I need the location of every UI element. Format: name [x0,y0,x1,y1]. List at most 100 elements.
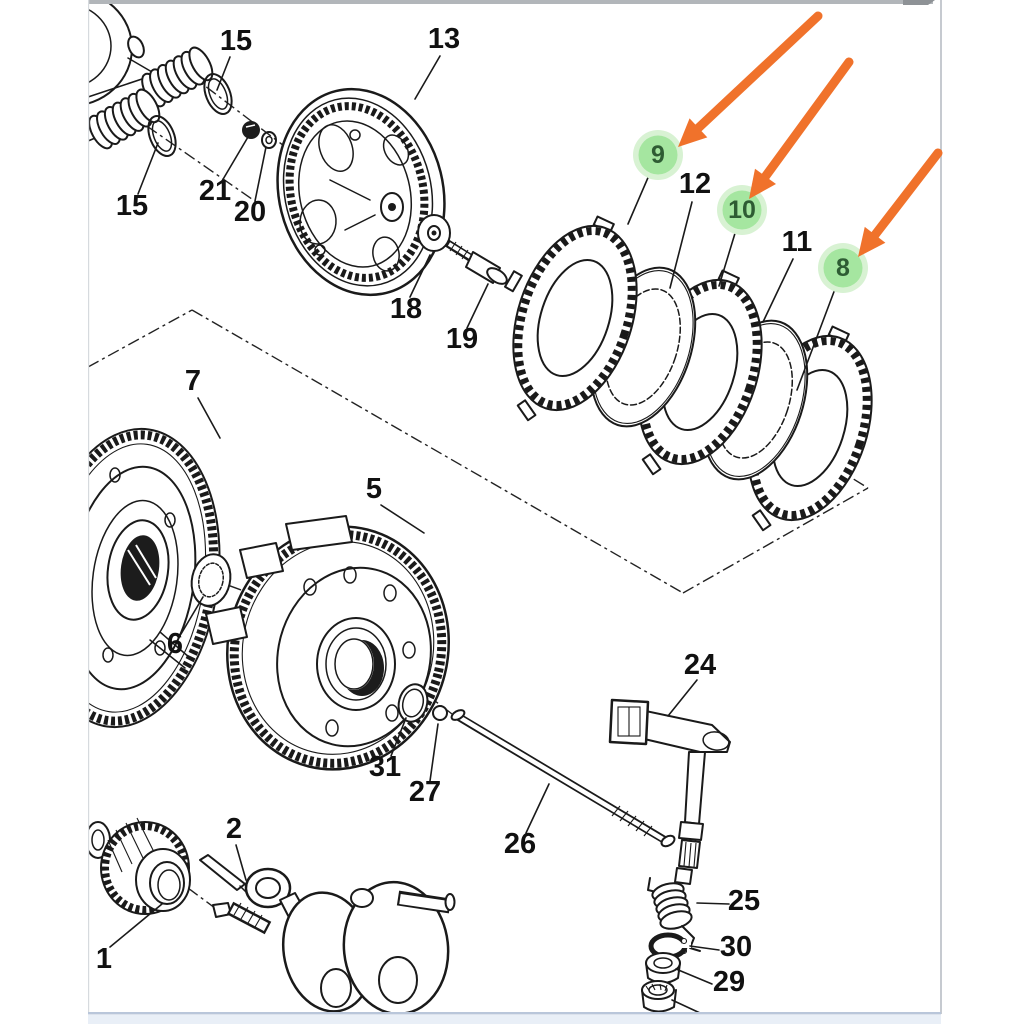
pointer-arrow-2 [749,57,854,199]
part-label-2-19: 2 [226,813,247,881]
part-label-12-7: 12 [669,168,711,289]
badge-number-text: 10 [728,196,756,224]
part-number-text: 31 [369,751,401,783]
leader-line [390,717,407,757]
highlight-badge-8[interactable]: 8 [796,243,868,391]
part-label-19-6: 19 [446,283,489,355]
washer-18-art [417,214,451,252]
part-number-text: 21 [199,175,231,207]
leader-line [414,55,441,100]
page-frame [88,0,942,1024]
leader-line [718,229,737,287]
part-number-text: 7 [185,365,201,397]
part-label-5-10: 5 [366,473,425,534]
part-number-text: 27 [409,776,441,808]
lever-spring-art [647,877,701,952]
right-margin-mask [942,0,1024,1024]
leader-line [525,783,550,834]
clutch-spring-top-art [141,46,214,108]
clutch-housing-art [205,515,450,771]
part-number-text: 25 [728,885,760,917]
leader-line [137,142,159,195]
leader-line [429,723,439,782]
part-number-text: 1 [96,943,112,975]
left-border-line [88,0,90,1012]
part-label-27-13: 27 [409,723,441,808]
leader-line [669,201,693,289]
pressure-plate-art [276,87,446,297]
part-number-text: 18 [390,293,422,325]
top-border-end [903,0,935,5]
part-label-15-2: 15 [116,142,159,222]
badge-number-text: 9 [651,141,665,169]
part-label-1-20: 1 [96,903,163,975]
badge-circle [823,248,863,288]
leader-line [380,504,425,534]
right-border-line [940,0,942,1014]
leader-line [216,56,231,91]
crankshaft-art [212,867,456,1016]
badge-circle [722,190,762,230]
part-label-15-0: 15 [216,25,252,91]
part-label-26-14: 26 [504,783,550,860]
arrow-shaft [757,57,854,186]
highlight-badge-10[interactable]: 10 [717,185,767,287]
part-number-text: 2 [226,813,242,845]
highlighted-part-badges: 9 10 8 [627,130,868,391]
part-number-text: 11 [782,226,813,258]
leader-line [466,283,489,329]
thrust-washer-6-art [190,553,232,607]
part-number-text: 6 [167,628,183,660]
part-label-6-11: 6 [167,596,204,660]
leader-line [675,968,713,985]
part-number-text: 26 [504,828,536,860]
part-label-25-16: 25 [696,885,760,917]
friction-plate-9-art [504,215,638,422]
part-number-text: 20 [234,196,266,228]
part-label-11-8: 11 [762,226,813,323]
oring-and-ball-art [397,683,448,723]
part-label-29-18: 29 [675,966,745,998]
arrow-head [749,168,777,199]
leader-line [235,844,247,881]
leader-line [762,258,794,323]
push-lever-art [608,698,731,885]
part-number-text: 24 [684,649,716,681]
spring-seat-rings-art [147,73,233,157]
bolt-19-art [444,239,508,285]
pointer-arrow-3 [858,148,943,257]
part-number-text: 19 [446,323,478,355]
leader-line [689,945,720,951]
part-number-text: 30 [720,931,752,963]
badge-number-text: 8 [836,254,850,282]
leader-line [667,679,698,717]
leader-line [627,172,651,225]
plate-group-boundary-lines [87,309,869,594]
arrow-head [678,118,708,147]
left-margin-mask [0,0,88,1024]
primary-gear-art [85,817,191,915]
badge-circle [638,135,678,175]
push-rod-art [450,709,676,848]
part-number-text: 5 [366,473,382,505]
bottom-border-line [88,1012,941,1015]
leader-line [696,902,730,905]
annotation-arrows [678,11,943,257]
top-border-bar [88,0,933,4]
part-number-text: 15 [116,190,148,222]
leader-line [409,254,431,298]
clutch-spring-bottom-art [88,88,161,150]
arrow-head [858,226,886,257]
clutch-exploded-line-art [7,0,873,1016]
leader-line [180,596,204,635]
part-number-text: 12 [679,168,711,200]
highlight-badge-9[interactable]: 9 [627,130,683,225]
leader-line [109,903,163,948]
part-label-18-5: 18 [390,254,431,325]
leader-line [221,136,249,182]
arrow-shaft [689,11,823,137]
pointer-arrow-1 [678,11,823,147]
part-number-text: 13 [428,23,460,55]
